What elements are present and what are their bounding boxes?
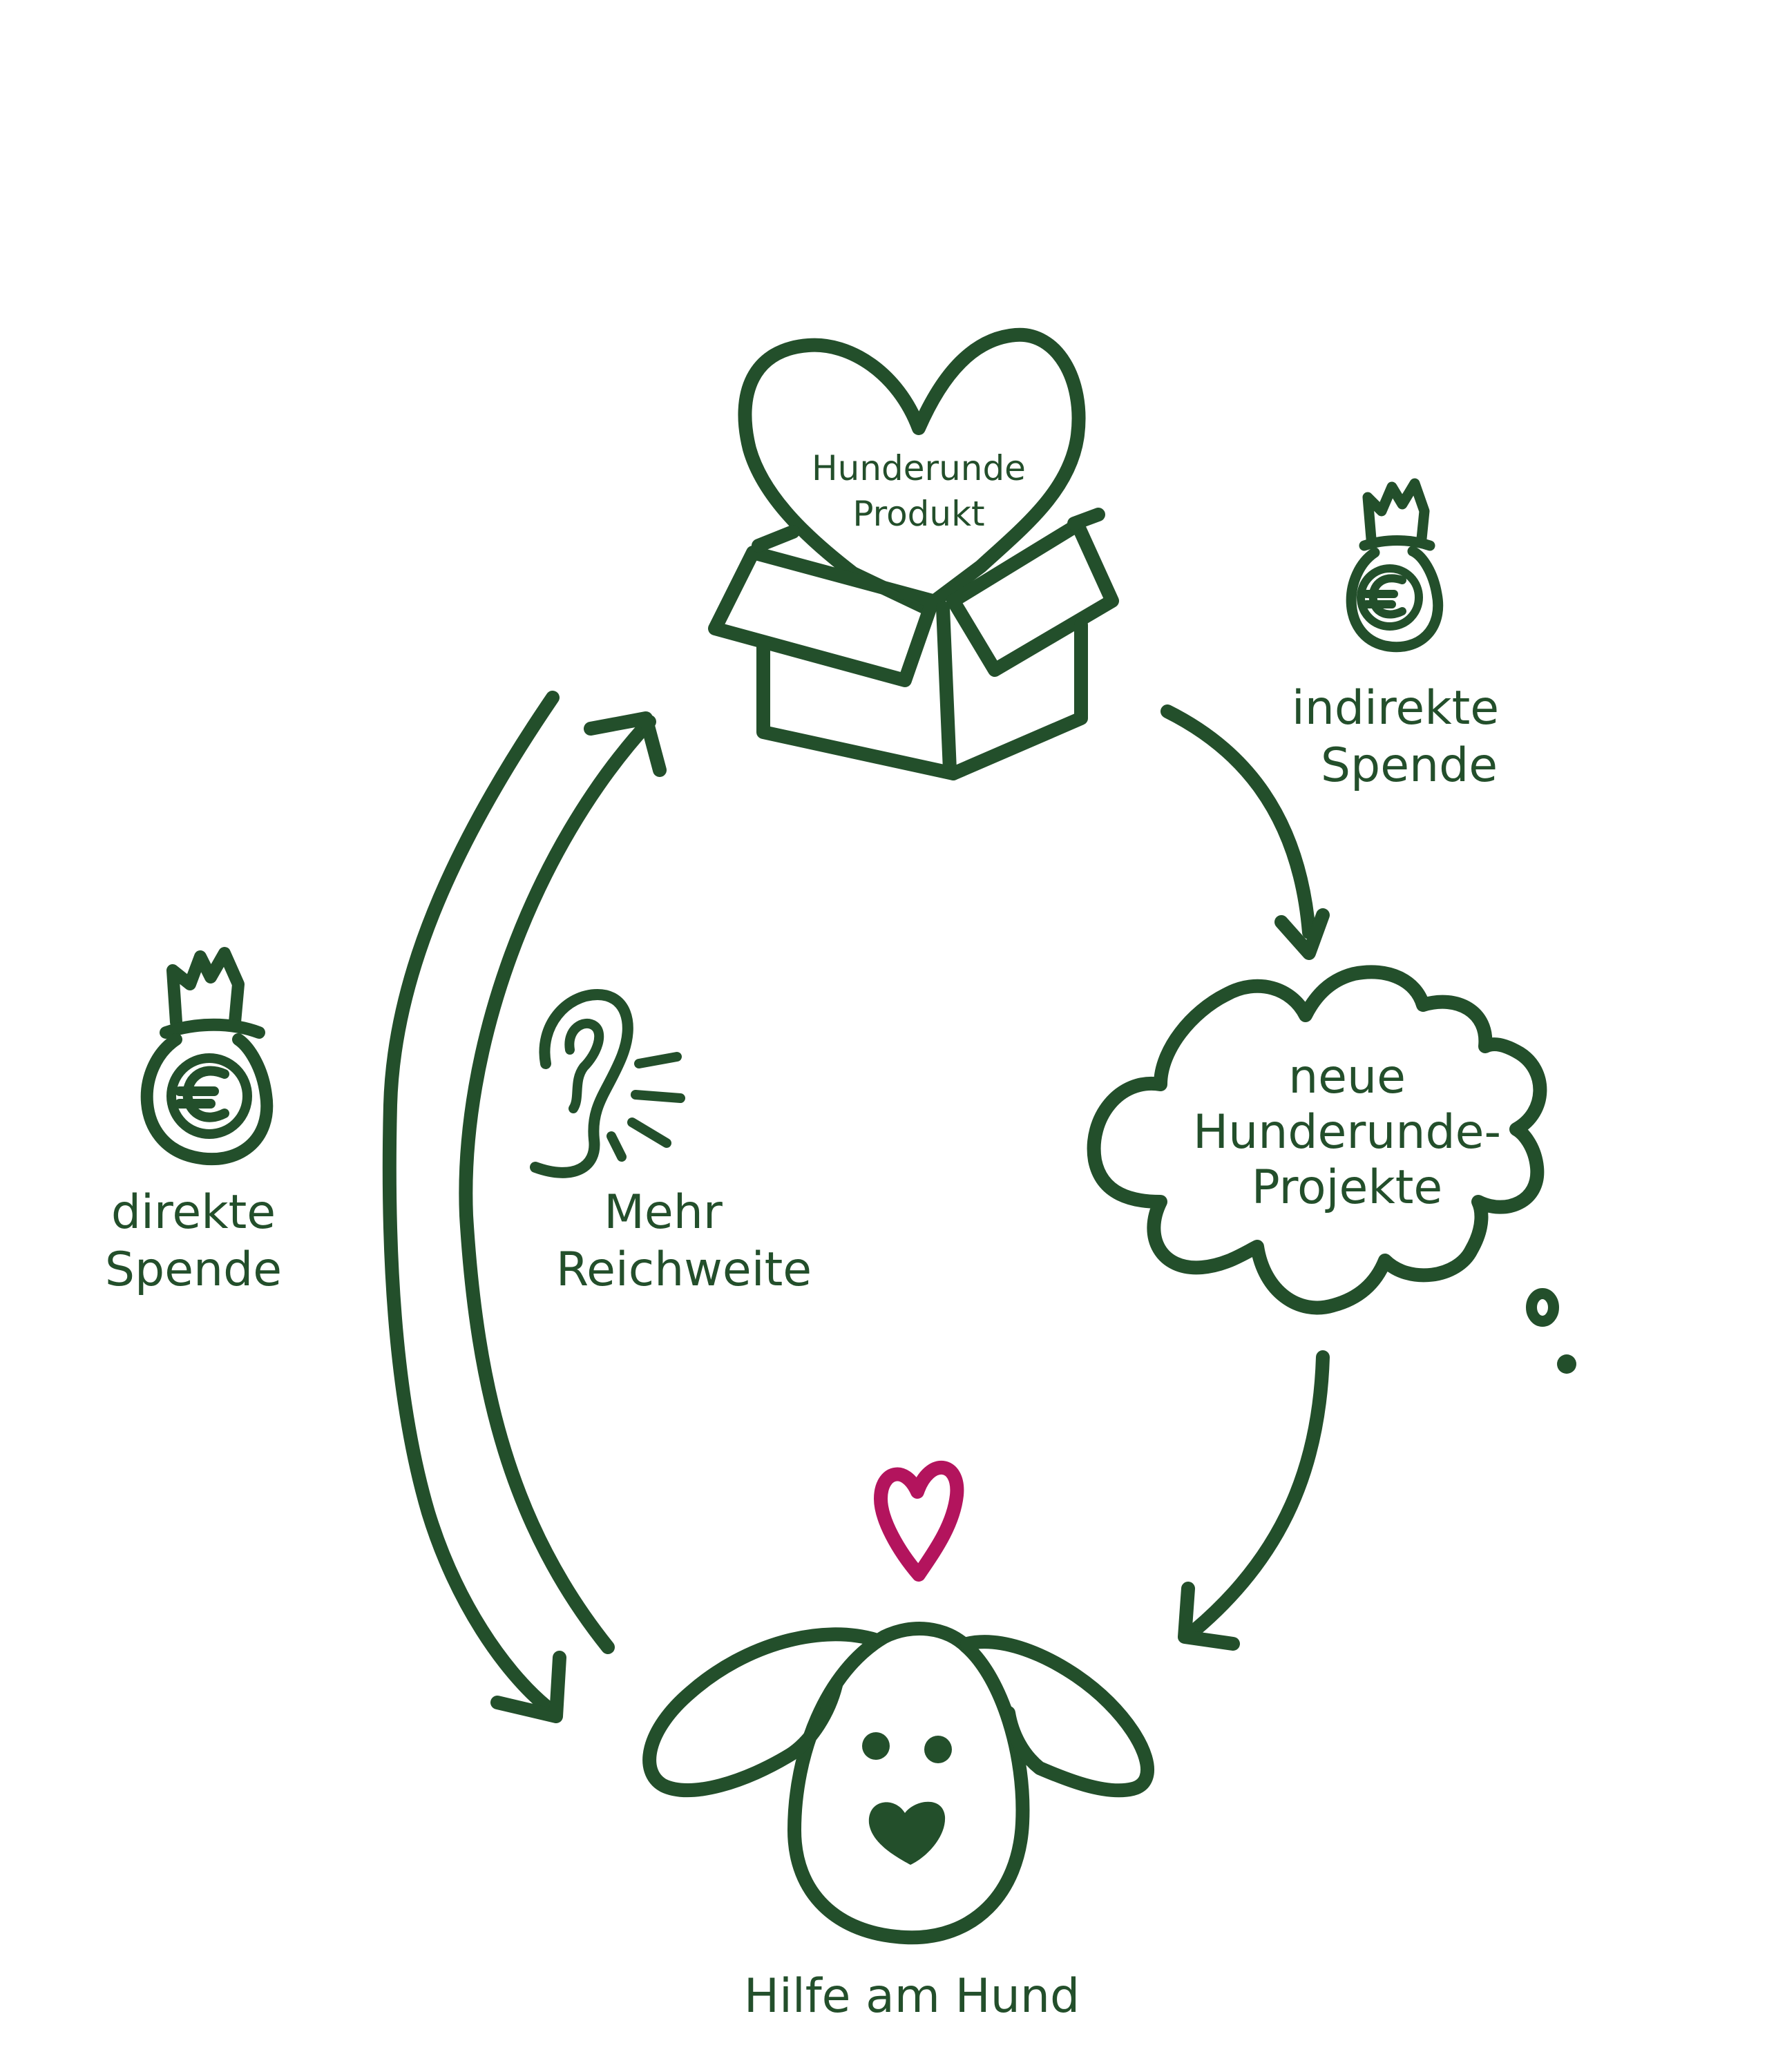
bag-body — [1346, 546, 1444, 653]
money-bag-euro-icon-indirect — [1346, 478, 1444, 653]
small-heart-icon — [874, 1460, 964, 1582]
euro-sign-left — [175, 1066, 229, 1122]
bag-tie — [1359, 535, 1435, 551]
box-center-edge — [936, 601, 957, 777]
box-back-edges — [752, 508, 1105, 553]
thought-bubble-dot — [1557, 1354, 1576, 1374]
box-left-face — [756, 635, 960, 780]
box-left-flap — [708, 546, 939, 687]
dog-label: Hilfe am Hund — [743, 1969, 1080, 2024]
bag-tie-left — [160, 1018, 265, 1039]
dog-nose — [868, 1801, 946, 1865]
arrow-direct-donation — [382, 691, 566, 1723]
direct-donation-label: direkte Spende — [104, 1185, 283, 1297]
dog-ear-right — [960, 1635, 1155, 1798]
thought-cloud-icon — [1087, 965, 1576, 1374]
bag-body-left — [140, 1033, 274, 1166]
dog-eye-left — [862, 1732, 890, 1760]
box-right-flap — [946, 518, 1119, 677]
ear-listening-icon — [530, 989, 685, 1178]
gift-box-with-heart-icon — [708, 327, 1119, 780]
ear-outline — [530, 989, 633, 1178]
indirect-donation-label: indirekte Spende — [1291, 681, 1500, 793]
dog-head — [787, 1622, 1030, 1945]
ear-inner — [564, 1018, 604, 1113]
bag-top — [1362, 478, 1430, 544]
euro-sign — [1362, 574, 1406, 619]
euro-coin-left — [166, 1053, 252, 1139]
money-bag-euro-icon-direct — [140, 947, 274, 1166]
dog-face-icon — [642, 1622, 1155, 1945]
product-label: Hunderunde Produkt — [812, 448, 1026, 534]
euro-coin — [1357, 564, 1423, 631]
sound-lines — [606, 1052, 685, 1162]
projects-label: neue Hunderunde- Projekte — [1192, 1050, 1502, 1216]
reach-label: Mehr Reichweite — [555, 1185, 812, 1297]
dog-ear-left — [642, 1627, 884, 1797]
arrow-projects-to-dog — [1178, 1350, 1330, 1651]
arrow-product-to-projects — [1161, 704, 1330, 960]
arrow-dog-to-product — [459, 711, 667, 1654]
box-right-face — [946, 618, 1088, 780]
bag-top-left — [166, 947, 245, 1028]
dog-eye-right — [924, 1736, 952, 1763]
cloud-outline — [1087, 965, 1547, 1315]
thought-bubble-small — [1526, 1288, 1559, 1327]
